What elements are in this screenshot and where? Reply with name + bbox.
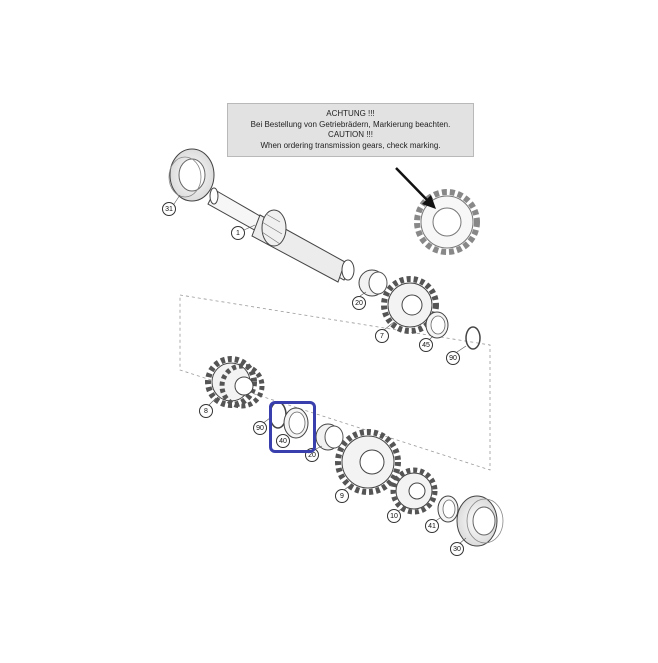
gear-7	[381, 276, 439, 334]
main-shaft-1	[207, 187, 355, 283]
callout-41[interactable]: 41	[425, 519, 439, 533]
callout-30[interactable]: 30	[450, 542, 464, 556]
bearing-31	[168, 148, 215, 202]
leader-lines	[173, 194, 467, 545]
marked-gear-example	[414, 189, 480, 255]
washer-40	[283, 407, 309, 439]
notice-text-en: When ordering transmission gears, check …	[260, 140, 441, 150]
notice-title-de: ACHTUNG !!!	[326, 109, 375, 118]
group-outline	[179, 294, 491, 471]
gear-9	[335, 429, 401, 495]
sleeve-20-upper	[358, 269, 388, 297]
callout-45[interactable]: 45	[419, 338, 433, 352]
callout-8[interactable]: 8	[199, 404, 213, 418]
callout-31[interactable]: 31	[162, 202, 176, 216]
arrow-icon	[395, 167, 436, 209]
callout-90-upper[interactable]: 90	[446, 351, 460, 365]
washer-45	[425, 311, 449, 339]
circlip-90-upper	[465, 326, 481, 350]
notice-text-de: Bei Bestellung von Getriebrädern, Markie…	[250, 119, 451, 129]
gear-10	[390, 467, 438, 515]
sleeve-20-lower	[315, 423, 344, 451]
callout-20-upper[interactable]: 20	[352, 296, 366, 310]
callout-1[interactable]: 1	[231, 226, 245, 240]
callout-9[interactable]: 9	[335, 489, 349, 503]
callout-40[interactable]: 40	[276, 434, 290, 448]
gear-8	[205, 356, 265, 409]
bearing-30	[456, 495, 504, 547]
caution-notice: ACHTUNG !!! Bei Bestellung von Getriebrä…	[227, 103, 474, 157]
notice-title-en: CAUTION !!!	[328, 130, 373, 139]
washer-41	[437, 495, 459, 523]
callout-10[interactable]: 10	[387, 509, 401, 523]
callout-7[interactable]: 7	[375, 329, 389, 343]
callout-90-lower[interactable]: 90	[253, 421, 267, 435]
selection-highlight-box[interactable]	[269, 401, 316, 453]
